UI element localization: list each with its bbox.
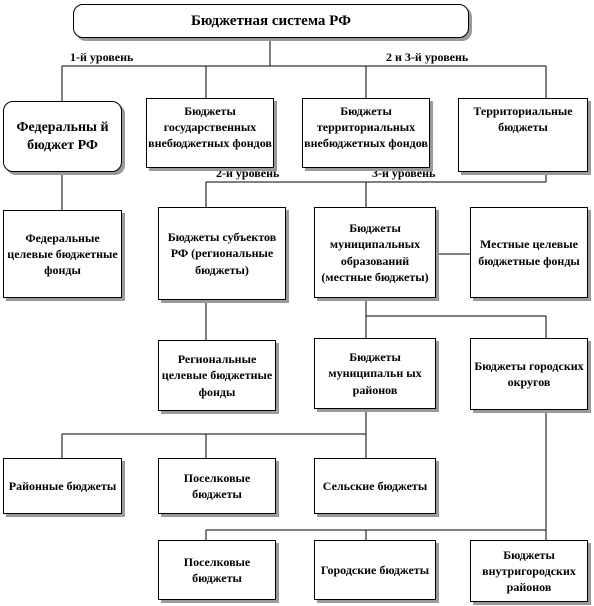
level-1-label: 1-й уровень bbox=[70, 50, 134, 64]
diagram-title: Бюджетная система РФ bbox=[191, 12, 351, 29]
regional-target-funds-box: Региональные целевые бюджетные фонды bbox=[158, 340, 276, 411]
municipal-districts-box: Бюджеты муниципальн ых районов bbox=[314, 338, 436, 409]
federal-target-funds-box: Федеральные целевые бюджетные фонды bbox=[3, 210, 122, 298]
settlement-budgets-box-2: Поселковые бюджеты bbox=[158, 540, 276, 600]
municipal-budgets-box: Бюджеты муниципальных образований (местн… bbox=[314, 207, 436, 298]
city-budgets-box: Городские бюджеты bbox=[314, 540, 436, 600]
settlement-budgets-box-1: Поселковые бюджеты bbox=[158, 458, 276, 514]
level-2-3-label: 2 и 3-й уровень bbox=[386, 50, 469, 64]
level-2-label: 2-й уровень bbox=[216, 166, 280, 180]
district-budgets-box: Районные бюджеты bbox=[3, 458, 122, 514]
federal-budget-box: Федеральны й бюджет РФ bbox=[3, 101, 122, 172]
territorial-extrabudget-funds-box: Бюджеты территориальных внебюджетных фон… bbox=[302, 98, 430, 168]
city-districts-box: Бюджеты городских округов bbox=[470, 338, 588, 410]
subjects-budgets-box: Бюджеты субъектов РФ (региональные бюдже… bbox=[158, 207, 286, 300]
level-3-label: 3-й уровень bbox=[372, 166, 436, 180]
rural-budgets-box: Сельские бюджеты bbox=[314, 458, 436, 514]
territorial-budgets-box: Территориальные бюджеты bbox=[458, 98, 588, 172]
local-target-funds-box: Местные целевые бюджетные фонды bbox=[470, 207, 588, 298]
intracity-districts-box: Бюджеты внутригородских районов bbox=[470, 540, 588, 602]
state-extrabudget-funds-box: Бюджеты государственных внебюджетных фон… bbox=[146, 98, 274, 168]
title-box: Бюджетная система РФ bbox=[73, 4, 469, 38]
